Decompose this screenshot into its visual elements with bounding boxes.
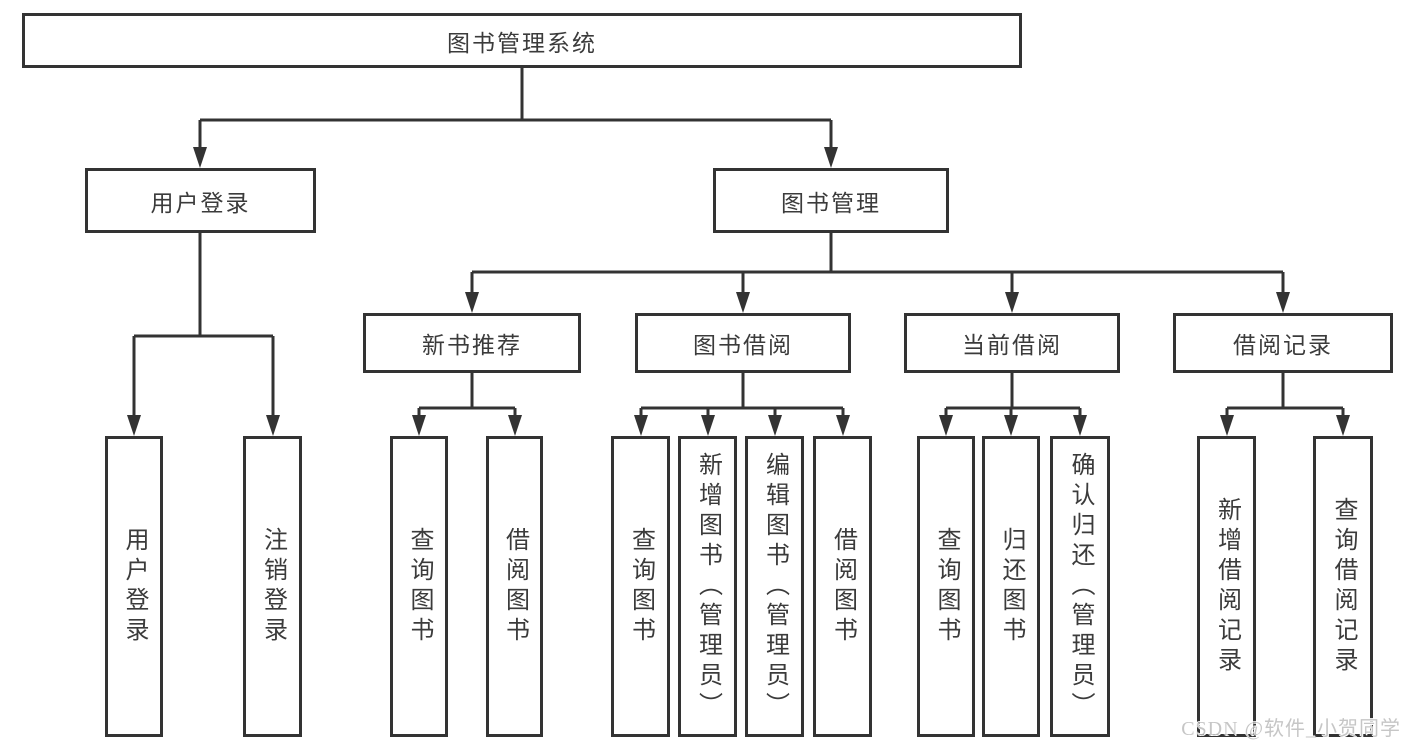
leaf-confirm-return-admin-label: 确认归还（管理员）	[1067, 451, 1093, 722]
arrow-down-icon	[1005, 292, 1019, 313]
leaf-query-books-1-label: 查询图书	[406, 526, 432, 647]
leaf-query-books-2: 查询图书	[611, 436, 670, 737]
leaf-confirm-return-admin: 确认归还（管理员）	[1050, 436, 1110, 737]
leaf-add-book-admin-label: 新增图书（管理员）	[694, 451, 721, 722]
node-user-login: 用户登录	[85, 168, 316, 233]
leaf-return-books-label: 归还图书	[998, 526, 1024, 647]
arrow-down-icon	[634, 415, 648, 436]
leaf-user-login-label: 用户登录	[121, 526, 147, 647]
arrow-down-icon	[1004, 415, 1018, 436]
leaf-logout: 注销登录	[243, 436, 302, 737]
connector-root-to-level2	[193, 66, 838, 168]
node-root: 图书管理系统	[22, 13, 1022, 68]
node-borrow-records-label: 借阅记录	[1233, 333, 1333, 358]
arrow-down-icon	[508, 415, 522, 436]
node-borrow-records: 借阅记录	[1173, 313, 1393, 373]
arrow-down-icon	[412, 415, 426, 436]
node-new-book-recommend-label: 新书推荐	[422, 333, 522, 358]
arrow-down-icon	[127, 415, 141, 436]
connector-user-login-to-leaves	[127, 231, 280, 436]
connector-new-book-recommend-to-leaves	[412, 371, 522, 436]
arrow-down-icon	[1220, 415, 1234, 436]
leaf-add-borrow-record: 新增借阅记录	[1197, 436, 1256, 737]
arrow-down-icon	[768, 415, 782, 436]
leaf-borrow-books-2-label: 借阅图书	[829, 526, 856, 647]
leaf-add-book-admin: 新增图书（管理员）	[678, 436, 737, 737]
arrow-down-icon	[939, 415, 953, 436]
node-root-label: 图书管理系统	[447, 30, 597, 56]
leaf-query-books-2-label: 查询图书	[627, 526, 654, 647]
arrow-down-icon	[736, 292, 750, 313]
arrow-down-icon	[1276, 292, 1290, 313]
leaf-logout-label: 注销登录	[259, 526, 286, 647]
node-current-borrow: 当前借阅	[904, 313, 1120, 373]
leaf-add-borrow-record-label: 新增借阅记录	[1213, 496, 1240, 677]
leaf-edit-book-admin: 编辑图书（管理员）	[745, 436, 804, 737]
leaf-query-books-3-label: 查询图书	[933, 526, 959, 647]
leaf-query-books-1: 查询图书	[390, 436, 448, 737]
node-book-borrow-label: 图书借阅	[693, 333, 793, 358]
node-book-management: 图书管理	[713, 168, 949, 233]
leaf-borrow-books-1-label: 借阅图书	[501, 526, 528, 647]
leaf-query-books-3: 查询图书	[917, 436, 975, 737]
node-book-management-label: 图书管理	[781, 190, 881, 216]
arrow-down-icon	[701, 415, 715, 436]
leaf-user-login: 用户登录	[105, 436, 163, 737]
leaf-borrow-books-2: 借阅图书	[813, 436, 872, 737]
connector-book-borrow-to-leaves	[634, 371, 850, 436]
node-book-borrow: 图书借阅	[635, 313, 851, 373]
leaf-return-books: 归还图书	[982, 436, 1040, 737]
arrow-down-icon	[465, 292, 479, 313]
arrow-down-icon	[1073, 415, 1087, 436]
node-user-login-label: 用户登录	[150, 190, 251, 216]
connector-current-borrow-to-leaves	[939, 371, 1087, 436]
leaf-query-borrow-record-label: 查询借阅记录	[1330, 496, 1356, 677]
connector-borrow-records-to-leaves	[1220, 371, 1350, 436]
arrow-down-icon	[193, 147, 207, 168]
node-current-borrow-label: 当前借阅	[962, 333, 1062, 358]
arrow-down-icon	[824, 147, 838, 168]
arrow-down-icon	[836, 415, 850, 436]
node-new-book-recommend: 新书推荐	[363, 313, 581, 373]
connector-book-management-to-level3	[465, 231, 1290, 313]
leaf-edit-book-admin-label: 编辑图书（管理员）	[761, 451, 788, 722]
watermark: CSDN @软件_小贺同学	[1181, 718, 1401, 740]
arrow-down-icon	[266, 415, 280, 436]
leaf-query-borrow-record: 查询借阅记录	[1313, 436, 1373, 737]
leaf-borrow-books-1: 借阅图书	[486, 436, 543, 737]
arrow-down-icon	[1336, 415, 1350, 436]
